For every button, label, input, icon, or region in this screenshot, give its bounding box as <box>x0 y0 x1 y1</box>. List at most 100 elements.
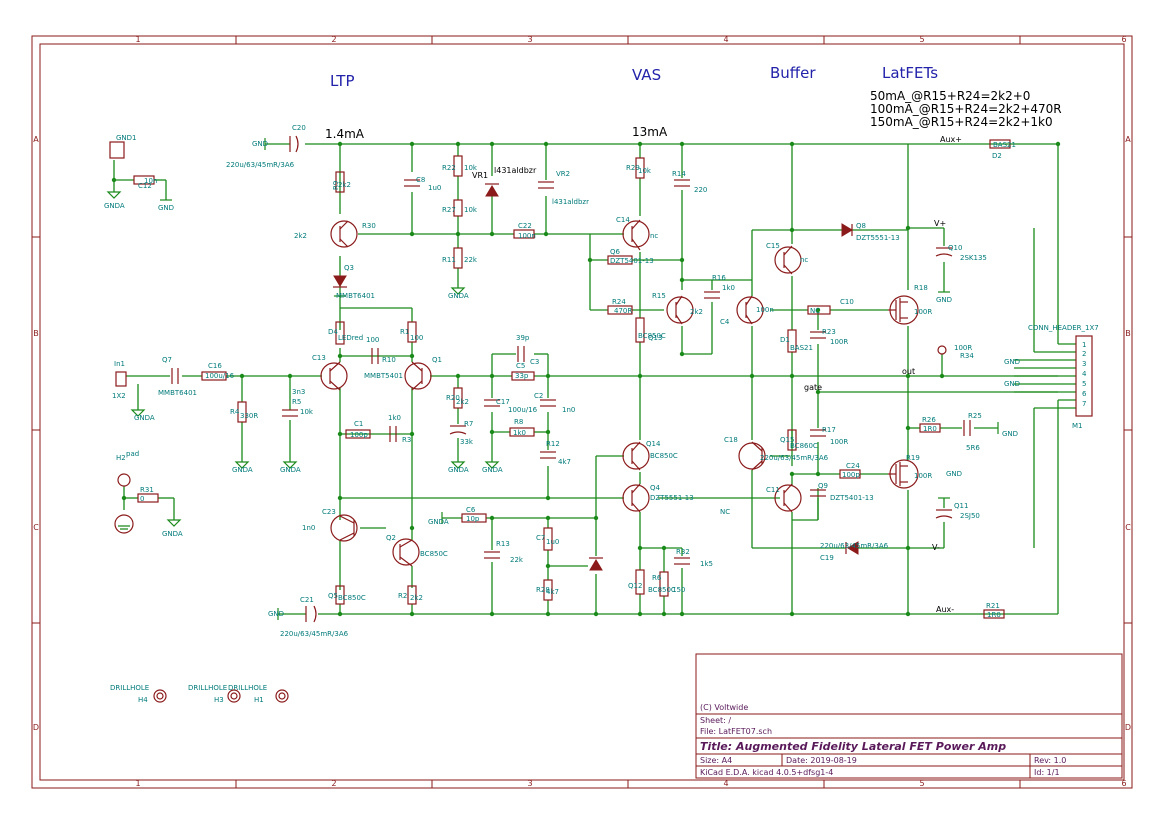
connector-gnd-label-2: GND <box>1004 380 1020 388</box>
label-r17-val: BC860C <box>790 442 818 450</box>
label-r12-ref: R8 <box>514 418 523 426</box>
label-r32-val: 150 <box>672 586 685 594</box>
label-q1-ref: C13 <box>312 354 326 362</box>
label-q15-val: 220u/63/45mR/3A6 <box>760 454 829 462</box>
net-gnda-7: GNDA <box>482 466 503 474</box>
label-r25-val: 1R0 <box>923 425 937 433</box>
net-gnd-c20: GND <box>252 140 268 148</box>
title-block-file: File: LatFET07.sch <box>700 727 772 736</box>
label-r28-val: 1u0 <box>546 538 559 546</box>
label-q12-ref: Q4 <box>650 484 661 492</box>
label-c2-val: 100u/16 <box>508 406 538 414</box>
label-c1-ref: R5 <box>292 398 301 406</box>
q11-symbol <box>888 459 919 489</box>
net-gnd-c18: GND <box>936 296 952 304</box>
net-gnda-r13: GNDA <box>428 518 449 526</box>
label-r1-ref: D4 <box>328 328 338 336</box>
title-block-tool: KiCad E.D.A. kicad 4.0.5+dfsg1-4 <box>700 768 833 777</box>
drillhole-h1-label: DRILLHOLE <box>228 684 267 692</box>
label-r6-val: BC850C <box>648 586 676 594</box>
label-c24-val: DZT5401-13 <box>830 494 874 502</box>
label-q1-val: 3n3 <box>292 388 305 396</box>
grid-row-b-right: B <box>1125 329 1131 338</box>
label-r24-ref: Q6 <box>610 248 621 256</box>
label-r8-val: 33p <box>515 372 529 380</box>
label-d1-val: DZT5551-13 <box>856 234 900 242</box>
label-r10-val: 100 <box>410 334 423 342</box>
label-q7-val: MMBT5401 <box>364 372 403 380</box>
label-r11-val: 22k <box>464 256 478 264</box>
q5-symbol <box>392 538 420 567</box>
label-c13-ref: R10 <box>382 356 396 364</box>
component-labels: C20 220u/63/45mR/3A6 C21 220u/63/45mR/3A… <box>138 124 1016 638</box>
label-q4-val: BC850C <box>650 452 678 460</box>
section-latfets: LatFETs <box>882 64 938 82</box>
label-c10-val: 100R <box>830 338 848 346</box>
label-c24-ref: Q9 <box>818 482 828 490</box>
connector-pin-1: 1 <box>1082 341 1086 349</box>
label-via1-val: 100R <box>954 344 972 352</box>
junctions <box>111 141 1061 617</box>
label-c15-ref: R32 <box>676 548 690 556</box>
grid-row-d-right: D <box>1125 723 1131 732</box>
title-block-title: Title: Augmented Fidelity Lateral FET Po… <box>700 740 1006 753</box>
drillhole-h4-ref: H4 <box>138 696 148 704</box>
label-c19-ref: Q11 <box>954 502 968 510</box>
label-c12-val: 5R6 <box>966 444 980 452</box>
label-r2-ref: Q5 <box>328 592 338 600</box>
label-r10-ref: R1 <box>400 328 409 336</box>
bias-note-50ma: 50mA_@R15+R24=2k2+0 <box>870 89 1030 103</box>
grid-col-1-bottom: 1 <box>135 779 140 788</box>
q8-symbol <box>774 245 802 275</box>
resistor-bodies <box>133 139 1011 619</box>
label-c17-ref: R7 <box>464 420 473 428</box>
label-c12-ref: R25 <box>968 412 982 420</box>
grid-col-2: 2 <box>331 35 336 44</box>
grid-col-2-bottom: 2 <box>331 779 336 788</box>
label-r30-ref: C22 <box>518 222 532 230</box>
label-q12-val: DZT5551-13 <box>650 494 694 502</box>
drillhole-h4-label: DRILLHOLE <box>110 684 149 692</box>
title-block-rev: Rev: 1.0 <box>1034 756 1066 765</box>
label-r20-ref: R2 <box>398 592 407 600</box>
label-c16-val: MMBT6401 <box>158 389 197 397</box>
label-c8-ref: C8 <box>416 176 425 184</box>
label-vr1-ref: VR1 <box>472 171 488 180</box>
title-block-date: Date: 2019-08-19 <box>786 756 857 765</box>
net-gnd-c12: GND <box>1002 430 1018 438</box>
label-r14-val: 10k <box>638 167 652 175</box>
net-aux-minus: Aux- <box>936 605 954 614</box>
drillholes: DRILLHOLE H4 DRILLHOLE H3 DRILLHOLE H1 <box>110 684 289 704</box>
label-q11-val: 100R <box>914 472 932 480</box>
label-c4-val: 1k0 <box>722 284 735 292</box>
grid-row-b: B <box>33 329 39 338</box>
label-q13-val: 2k2 <box>690 308 703 316</box>
label-d4-val: MMBT6401 <box>336 292 375 300</box>
label-r13-val: 10p <box>466 515 480 523</box>
label-r27-ref: R27 <box>442 206 456 214</box>
net-gate: gate <box>804 383 822 392</box>
label-c18-val: 2SK135 <box>960 254 987 262</box>
q2-symbol <box>330 514 358 542</box>
label-r31-ref: C12 <box>138 182 152 190</box>
label-r31-val: 10n <box>144 177 157 185</box>
connector-pin-3: 3 <box>1082 360 1086 368</box>
q13-symbol <box>666 295 694 325</box>
label-vr1-val: l431aldbzr <box>494 166 537 175</box>
grid-col-6-bottom: 6 <box>1121 779 1126 788</box>
label-c4-ref: R16 <box>712 274 726 282</box>
label-r4-ref: C16 <box>208 362 222 370</box>
label-r3-val: 100p <box>350 431 368 439</box>
label-c7-val: 22k <box>510 556 524 564</box>
grid-col-4: 4 <box>723 35 728 44</box>
label-r8-ref: C5 <box>516 362 525 370</box>
label-c5-ref: C3 <box>530 358 539 366</box>
label-c16-ref: Q7 <box>162 356 172 364</box>
section-ltp: LTP <box>330 72 355 90</box>
connector-pin-6: 6 <box>1082 390 1087 398</box>
current-note-ltp: 1.4mA <box>325 127 365 141</box>
sheet-frame <box>31 35 1133 789</box>
label-r15-ref: R24 <box>612 298 626 306</box>
label-r19-ref: C24 <box>846 462 860 470</box>
net-gnd-c19: GND <box>946 470 962 478</box>
